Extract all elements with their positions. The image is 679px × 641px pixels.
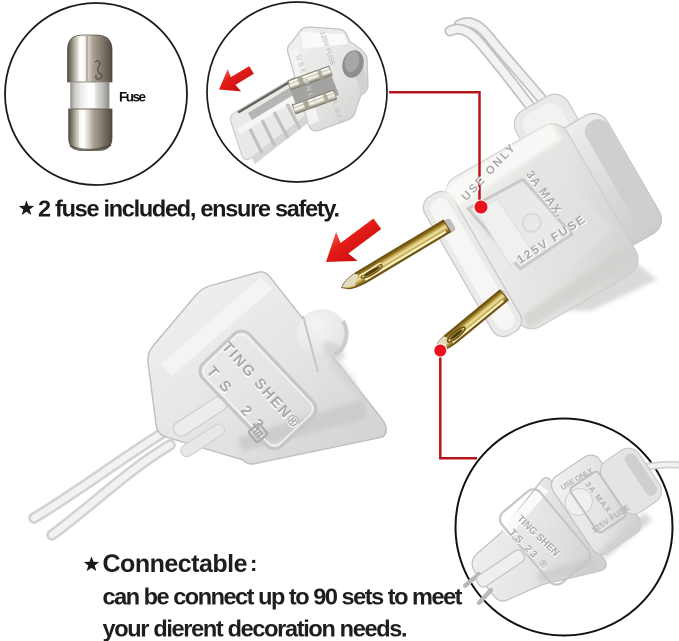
svg-text::: : xyxy=(250,551,257,576)
svg-text:Connectable: Connectable xyxy=(103,550,248,578)
svg-text:your dierent decoration needs.: your dierent decoration needs. xyxy=(103,616,408,641)
svg-text:Fuse: Fuse xyxy=(119,90,146,105)
svg-text:2 fuse included, ensure safety: 2 fuse included, ensure safety. xyxy=(38,196,340,222)
svg-text:can be connect up to 90 sets t: can be connect up to 90 sets to meet xyxy=(103,584,463,610)
